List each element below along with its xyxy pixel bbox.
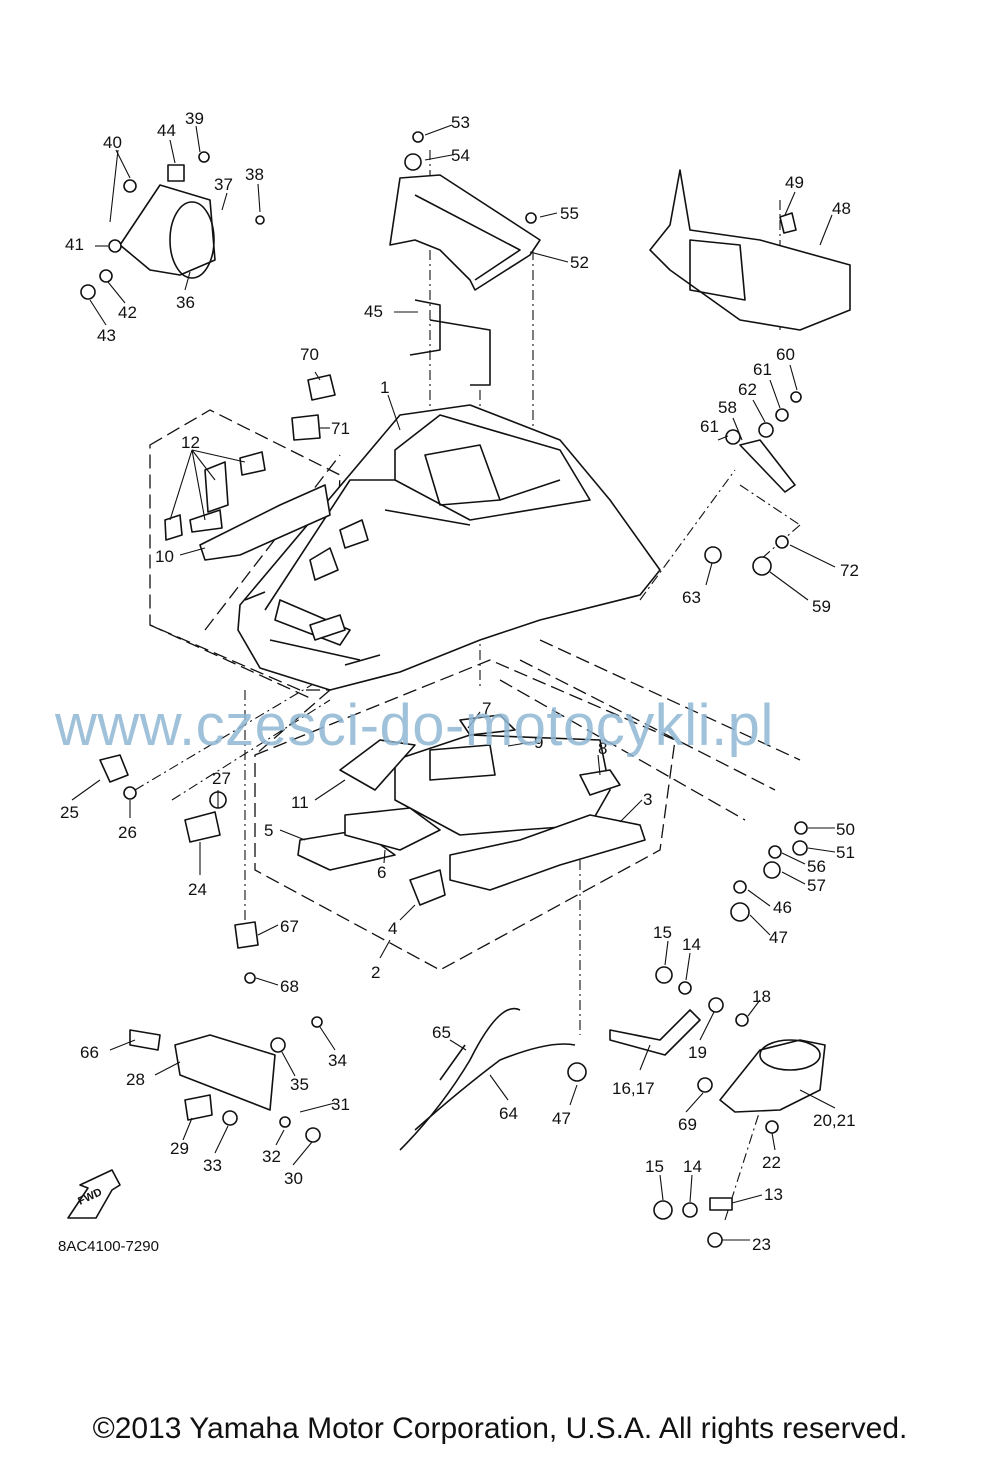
- callout-42: 42: [118, 303, 137, 322]
- callout-66: 66: [80, 1043, 99, 1062]
- callout-38: 38: [245, 165, 264, 184]
- callout-3: 3: [643, 790, 652, 809]
- windshield-frame-part-52: [389, 174, 541, 291]
- callout-4: 4: [388, 919, 397, 938]
- callout-2: 2: [371, 963, 380, 982]
- callout-labels: 53 54 55 52 49 48 40 44 39 37 38 41 42 4…: [60, 109, 859, 1254]
- callout-68: 68: [280, 977, 299, 996]
- callout-28: 28: [126, 1070, 145, 1089]
- callout-39: 39: [185, 109, 204, 128]
- pad-part-6: [344, 807, 441, 851]
- callout-1: 1: [380, 378, 389, 397]
- callout-15-lower: 15: [645, 1157, 664, 1176]
- callout-70: 70: [300, 345, 319, 364]
- callout-72: 72: [840, 561, 859, 580]
- callout-58: 58: [718, 398, 737, 417]
- callout-14-lower: 14: [683, 1157, 702, 1176]
- callout-65: 65: [432, 1023, 451, 1042]
- callout-15-upper: 15: [653, 923, 672, 942]
- callout-14-upper: 14: [682, 935, 701, 954]
- callout-60: 60: [776, 345, 795, 364]
- callout-20-21: 20,21: [813, 1111, 856, 1130]
- callout-32: 32: [262, 1147, 281, 1166]
- hood-part-1: [237, 404, 661, 691]
- watermark: www.czesci-do-motocykli.pl: [55, 693, 774, 758]
- callout-33: 33: [203, 1156, 222, 1175]
- bracket-part-45: [409, 299, 491, 386]
- callout-45: 45: [364, 302, 383, 321]
- callout-56: 56: [807, 857, 826, 876]
- callout-6: 6: [377, 863, 386, 882]
- callout-59: 59: [812, 597, 831, 616]
- callout-37: 37: [214, 175, 233, 194]
- callout-71: 71: [331, 419, 350, 438]
- windshield-part-48: [649, 169, 851, 331]
- callout-40: 40: [103, 133, 122, 152]
- hardware-parts: [80, 131, 808, 1248]
- callout-44: 44: [157, 121, 176, 140]
- callout-12: 12: [181, 433, 200, 452]
- callout-61-lower: 61: [700, 417, 719, 436]
- copyright-notice: ©2013 Yamaha Motor Corporation, U.S.A. A…: [92, 1412, 908, 1445]
- callout-23: 23: [752, 1235, 771, 1254]
- callout-43: 43: [97, 326, 116, 345]
- callout-26: 26: [118, 823, 137, 842]
- callout-11: 11: [291, 793, 309, 812]
- callout-69: 69: [678, 1115, 697, 1134]
- callout-46: 46: [773, 898, 792, 917]
- callout-49: 49: [785, 173, 804, 192]
- drawing-code: 8AC4100-7290: [58, 1238, 159, 1255]
- callout-8: 8: [598, 739, 607, 758]
- callout-52: 52: [570, 253, 589, 272]
- callout-48: 48: [832, 199, 851, 218]
- callout-7: 7: [482, 699, 491, 718]
- callout-5: 5: [264, 821, 273, 840]
- callout-22: 22: [762, 1153, 781, 1172]
- callout-50: 50: [836, 820, 855, 839]
- callout-51: 51: [836, 843, 855, 862]
- callout-13: 13: [764, 1185, 783, 1204]
- callout-47-lower: 47: [552, 1109, 571, 1128]
- fwd-arrow: FWD: [67, 1169, 121, 1219]
- callout-63: 63: [682, 588, 701, 607]
- cover-part-3: [449, 814, 646, 891]
- cables-part-64-65: [399, 1007, 576, 1151]
- callout-57: 57: [807, 876, 826, 895]
- headlight-part-20-21: [719, 1039, 826, 1113]
- callout-25: 25: [60, 803, 79, 822]
- callout-19: 19: [688, 1043, 707, 1062]
- callout-47-right: 47: [769, 928, 788, 947]
- callout-29: 29: [170, 1139, 189, 1158]
- callout-67: 67: [280, 917, 299, 936]
- callout-41: 41: [65, 235, 84, 254]
- callout-36: 36: [176, 293, 195, 312]
- dashed-group-outlines: [149, 409, 801, 971]
- callout-61-upper: 61: [753, 360, 772, 379]
- bracket-part-16-17: [609, 1009, 701, 1056]
- callout-54: 54: [451, 146, 470, 165]
- pad-part-11: [339, 739, 416, 791]
- callout-53: 53: [451, 113, 470, 132]
- decals-part-10-12: [164, 451, 331, 561]
- pad-part-4: [409, 869, 446, 906]
- headlight-housing-part-36: [119, 184, 216, 279]
- leader-lines: [71, 124, 836, 1241]
- callout-35: 35: [290, 1075, 309, 1094]
- callout-55: 55: [560, 204, 579, 223]
- strip-part-66: [129, 1029, 161, 1051]
- callout-34: 34: [328, 1051, 347, 1070]
- callout-16-17: 16,17: [612, 1079, 655, 1098]
- callout-24: 24: [188, 880, 207, 899]
- callout-64: 64: [499, 1104, 518, 1123]
- callout-27: 27: [212, 769, 231, 788]
- callout-9: 9: [534, 733, 543, 752]
- garnish-part-28: [174, 1034, 276, 1111]
- callout-31: 31: [331, 1095, 350, 1114]
- callout-10: 10: [155, 547, 174, 566]
- callout-30: 30: [284, 1169, 303, 1188]
- callout-18: 18: [752, 987, 771, 1006]
- callout-62: 62: [738, 380, 757, 399]
